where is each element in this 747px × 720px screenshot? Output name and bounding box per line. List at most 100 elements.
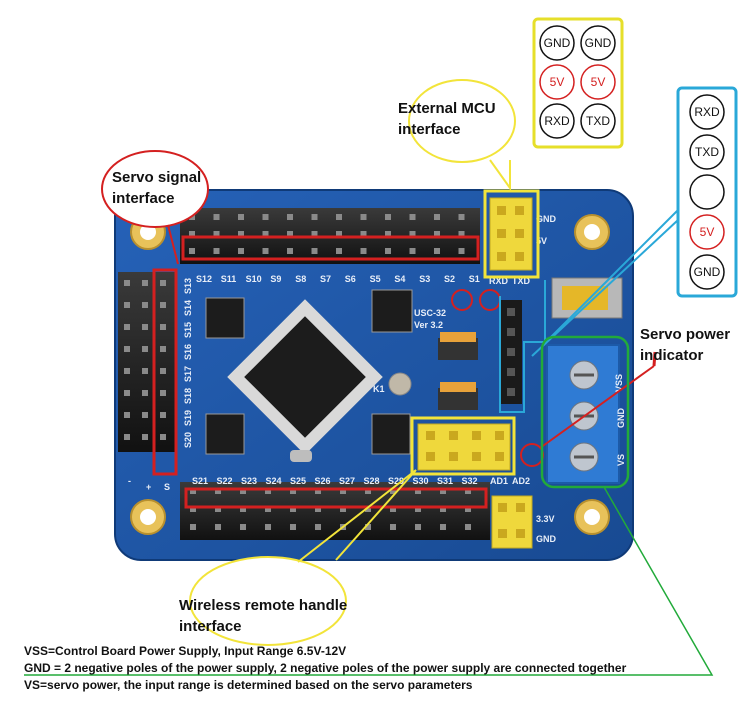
board-model: USC-32: [414, 308, 446, 318]
channel-label-left: S19: [183, 410, 193, 426]
side-pin-circle: [689, 174, 725, 210]
channel-label-left: S13: [183, 278, 193, 294]
channel-label-bottom: S30: [413, 476, 429, 486]
header-pin: [434, 248, 440, 254]
header-pin: [287, 248, 293, 254]
channel-label-top: S4: [394, 274, 405, 284]
header-pin: [124, 280, 130, 286]
header-pin: [213, 231, 220, 237]
chip-bottom-left: [205, 413, 245, 455]
servo-power-label-line1: Servo power: [640, 326, 731, 343]
header-pin: [385, 231, 391, 237]
header-pin: [238, 231, 244, 237]
external-mcu-label-line1: External MCU: [398, 100, 496, 117]
mounting-holes: [130, 214, 610, 535]
channel-label-top: S2: [444, 274, 455, 284]
header-pin: [142, 346, 148, 352]
header-pin: [160, 302, 166, 308]
channel-label-left: S14: [183, 300, 193, 316]
channel-label-bottom: S25: [290, 476, 306, 486]
header-pin: [336, 231, 342, 237]
servo-signal-label-line2: interface: [112, 190, 175, 207]
mcu-pin-circle: [539, 25, 575, 61]
reset-key: [388, 372, 412, 396]
header-pin: [189, 248, 195, 254]
regulators: [438, 332, 478, 410]
header-pin: [340, 488, 346, 494]
header-pin: [189, 231, 195, 237]
reset-key-label: K1: [373, 384, 385, 394]
header-pin: [124, 346, 130, 352]
header-pin: [365, 524, 371, 530]
header-pin: [315, 506, 321, 512]
mcu-header-highlight: [483, 189, 540, 279]
header-pin: [240, 506, 246, 512]
header-pin: [458, 231, 465, 237]
channel-label-bottom: S22: [217, 476, 233, 486]
channel-label-bottom: S24: [266, 476, 282, 486]
channel-label-top: S6: [345, 274, 356, 284]
analog-header-on-board: [491, 495, 533, 549]
minus-sign: -: [128, 476, 131, 486]
header-pin: [458, 214, 465, 220]
header-pin: [265, 506, 271, 512]
servo-signal-label-line1: Servo signal: [112, 169, 202, 186]
mcu-pin-label: RXD: [544, 114, 570, 128]
servo-power-pointer: [539, 351, 657, 449]
header-pin: [440, 506, 446, 512]
mcu-pin-circle: [539, 64, 575, 100]
header-pin: [124, 368, 130, 374]
header-pin: [190, 524, 196, 530]
header-pin: [315, 488, 321, 494]
header-pin: [215, 506, 221, 512]
note-gnd: GND = 2 negative poles of the power supp…: [24, 661, 627, 675]
channel-label-bottom: S28: [364, 476, 380, 486]
header-pin: [124, 302, 130, 308]
header-pin: [390, 488, 396, 494]
header-pin: [340, 506, 346, 512]
header-pin: [142, 390, 148, 396]
side-pin-label: 5V: [700, 225, 715, 239]
terminal-legend-pointer: [24, 486, 714, 676]
wireless-label: Wireless remote handle interface: [179, 595, 347, 637]
side-pin-label: TXD: [695, 145, 719, 159]
3v3-silk: 3.3V: [536, 514, 555, 524]
header-pin: [360, 214, 367, 220]
header-pin: [238, 214, 244, 220]
header-pin: [262, 231, 269, 237]
header-pin: [190, 488, 196, 494]
servo-power-label: Servo power indicator: [640, 324, 730, 366]
chip-top-left: [205, 297, 245, 339]
mcu-pin-label: 5V: [591, 75, 606, 89]
header-pin: [124, 390, 130, 396]
chip-top-right: [371, 289, 413, 333]
channel-label-bottom: S32: [462, 476, 478, 486]
channel-label-left: S20: [183, 432, 193, 448]
gnd-silk-top: GND: [536, 214, 557, 224]
plus-sign: +: [146, 482, 151, 492]
gnd-terminal-label: GND: [616, 408, 626, 429]
mcu-pin-circle: [539, 103, 575, 139]
side-pin-circle: [689, 214, 725, 250]
channel-label-top: S12: [196, 274, 212, 284]
header-pin: [265, 488, 271, 494]
header-pin: [434, 214, 440, 220]
side-pin-header: [500, 300, 522, 404]
header-pin: [290, 524, 296, 530]
gnd-silk-bottom: GND: [536, 534, 557, 544]
header-pin: [360, 248, 367, 254]
side-pin-circle: [689, 94, 725, 130]
header-pin: [365, 488, 371, 494]
header-pin: [160, 390, 166, 396]
mcu-pin-circle: [580, 103, 616, 139]
header-pin: [160, 368, 166, 374]
mcu-pin-label: GND: [544, 36, 571, 50]
header-pin: [240, 524, 246, 530]
header-pin: [142, 434, 148, 440]
side-pin-label: GND: [694, 265, 721, 279]
servo-signal-label: Servo signal interface: [112, 167, 201, 209]
channel-label-bottom: S23: [241, 476, 257, 486]
channel-label-bottom: S27: [339, 476, 355, 486]
mcu-pin-circle: [580, 25, 616, 61]
